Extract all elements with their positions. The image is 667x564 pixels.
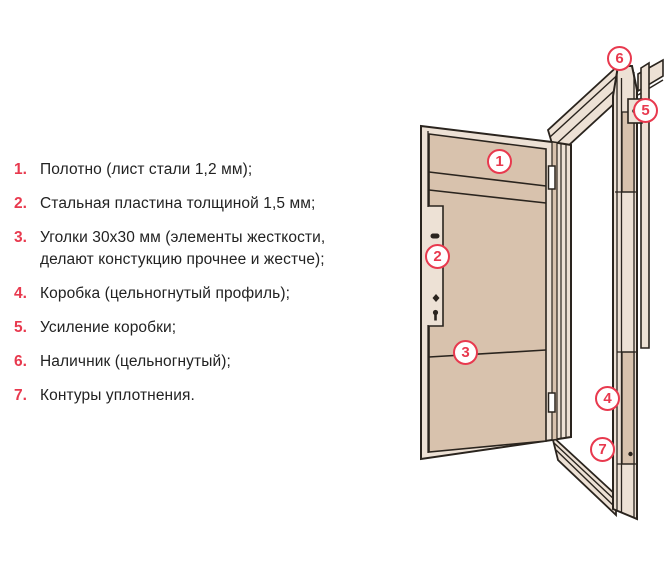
legend-item-text: Уголки 30х30 мм (элементы жесткости, дел…: [40, 229, 326, 268]
frame-post: [612, 65, 638, 521]
legend-item-text: Коробка (цельногнутый профиль);: [40, 285, 290, 302]
legend-item: 3. Уголки 30х30 мм (элементы жесткости, …: [14, 227, 416, 271]
legend-item: 5. Усиление коробки;: [14, 317, 416, 339]
callout-6: 6: [607, 46, 632, 71]
legend-item-number: 5.: [14, 319, 27, 336]
callout-7: 7: [590, 437, 615, 462]
legend-item-text: Контуры уплотнения.: [40, 387, 195, 404]
legend-item: 2. Стальная пластина толщиной 1,5 мм;: [14, 193, 416, 215]
legend-item: 1. Полотно (лист стали 1,2 мм);: [14, 159, 416, 181]
hinge-top: [547, 165, 556, 190]
legend-item-text: Стальная пластина толщиной 1,5 мм;: [40, 195, 316, 212]
door-leaf-face: [428, 133, 547, 453]
callout-1: 1: [487, 149, 512, 174]
legend-item-number: 6.: [14, 353, 27, 370]
legend-item-text: Усиление коробки;: [40, 319, 177, 336]
callout-5: 5: [633, 98, 658, 123]
legend-item-text: Полотно (лист стали 1,2 мм);: [40, 161, 253, 178]
keyhole-icon: [430, 233, 440, 239]
legend-item-number: 2.: [14, 195, 27, 212]
legend-item: 6. Наличник (цельногнутый);: [14, 351, 416, 373]
legend-item-number: 3.: [14, 229, 27, 246]
lock-hole-icon: [432, 294, 440, 302]
legend-item: 7. Контуры уплотнения.: [14, 385, 416, 407]
screw-dot-icon: [628, 451, 633, 457]
legend-item-number: 4.: [14, 285, 27, 302]
casing-right-strip: [640, 61, 650, 349]
callout-2: 2: [425, 244, 450, 269]
callout-4: 4: [595, 386, 620, 411]
legend-item-number: 7.: [14, 387, 27, 404]
legend-item-number: 1.: [14, 161, 27, 178]
frame-reinforcement-top: [621, 111, 635, 193]
legend-item: 4. Коробка (цельногнутый профиль);: [14, 283, 416, 305]
callout-3: 3: [453, 340, 478, 365]
door-leaf: [420, 124, 572, 461]
sealing-contours: [550, 433, 617, 518]
hinge-bottom: [547, 392, 556, 413]
legend-item-text: Наличник (цельногнутый);: [40, 353, 231, 370]
legend-list: 1. Полотно (лист стали 1,2 мм); 2. Сталь…: [14, 159, 416, 419]
key-hole-icon: [432, 309, 439, 321]
frame-reinforcement-bottom: [621, 351, 635, 465]
